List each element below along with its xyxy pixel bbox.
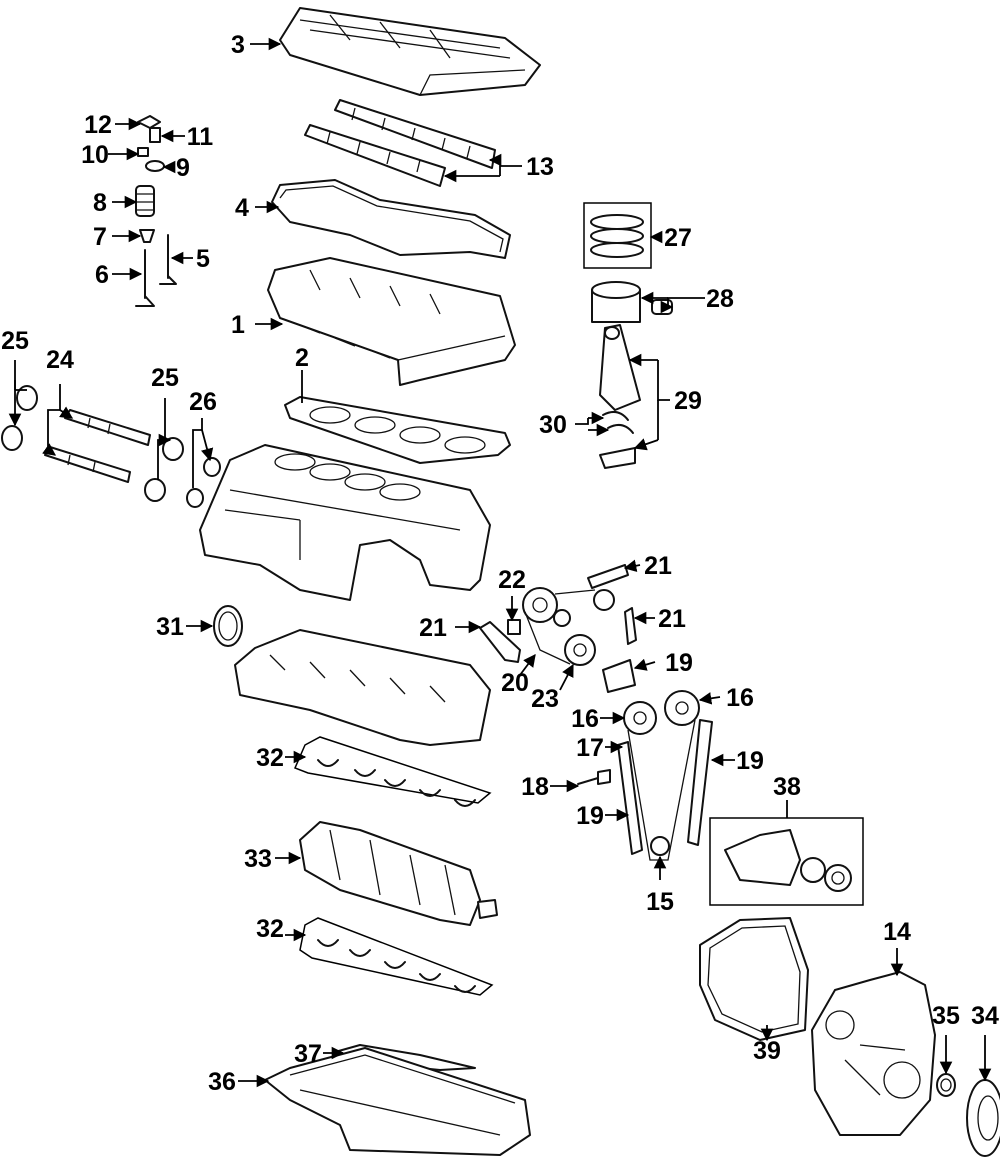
callout-31: 31 (156, 613, 184, 641)
front-cover-gasket (699, 917, 809, 1041)
timing-components (479, 564, 713, 861)
callout-10: 10 (81, 141, 109, 169)
callout-16-left: 16 (571, 705, 599, 733)
callout-23: 23 (531, 685, 559, 713)
camshafts (304, 99, 496, 187)
callout-19-right: 19 (736, 747, 764, 775)
main-bearings-upper (294, 736, 492, 807)
callout-33: 33 (244, 845, 272, 873)
callout-19-top: 19 (665, 649, 693, 677)
callout-32-bottom: 32 (256, 915, 284, 943)
valve-train-parts (135, 115, 177, 307)
head-gasket (284, 396, 511, 464)
callout-13: 13 (526, 153, 554, 181)
callout-38: 38 (773, 773, 801, 801)
callout-27: 27 (664, 224, 692, 252)
callout-19-left: 19 (576, 802, 604, 830)
callout-36: 36 (208, 1068, 236, 1096)
balance-shaft-bearings (1, 385, 221, 508)
engine-block (199, 444, 491, 601)
callout-34: 34 (971, 1002, 999, 1030)
callout-8: 8 (93, 189, 107, 217)
callout-14: 14 (883, 918, 911, 946)
callout-3: 3 (231, 31, 245, 59)
connecting-rod (599, 324, 641, 469)
oil-pan (264, 1047, 531, 1156)
callout-2: 2 (295, 344, 309, 372)
callout-28: 28 (706, 285, 734, 313)
rear-main-seal (213, 605, 243, 647)
callout-9: 9 (176, 154, 190, 182)
valve-cover (279, 7, 541, 96)
crankshaft (299, 821, 498, 926)
callout-1: 1 (231, 311, 245, 339)
callout-37: 37 (294, 1040, 322, 1068)
callout-21-top: 21 (644, 552, 672, 580)
callout-7: 7 (93, 223, 107, 251)
callout-35: 35 (932, 1002, 960, 1030)
callout-24: 24 (46, 346, 74, 374)
callout-25-mid: 25 (151, 364, 179, 392)
piston-rings (583, 202, 652, 269)
front-crank-seal (936, 1073, 956, 1097)
callout-30: 30 (539, 411, 567, 439)
piston (591, 281, 673, 323)
callout-29: 29 (674, 387, 702, 415)
rod-bearings (602, 410, 634, 434)
cylinder-head (267, 257, 516, 386)
main-bearings-lower (299, 917, 494, 996)
valve-cover-gasket (271, 179, 511, 259)
callout-26: 26 (189, 388, 217, 416)
front-cover (811, 971, 936, 1136)
callout-21-right: 21 (658, 605, 686, 633)
callout-17: 17 (576, 734, 604, 762)
callout-22: 22 (498, 566, 526, 594)
crank-balancer (966, 1079, 1000, 1157)
oil-pump (709, 817, 864, 906)
callout-11: 11 (187, 123, 214, 151)
callout-5: 5 (196, 245, 210, 273)
callout-leaders (8, 37, 992, 1088)
callout-39: 39 (753, 1037, 781, 1065)
callout-18: 18 (521, 773, 549, 801)
callout-16-right: 16 (726, 684, 754, 712)
callout-labels: 1 2 3 4 5 6 7 8 9 10 11 12 13 14 15 16 1… (1, 31, 999, 1096)
callout-15: 15 (646, 888, 674, 916)
balance-shafts (44, 409, 151, 483)
callout-32-top: 32 (256, 744, 284, 772)
callout-20: 20 (501, 669, 529, 697)
callout-12: 12 (84, 111, 112, 139)
callout-4: 4 (235, 194, 249, 222)
bedplate (234, 629, 491, 746)
callout-6: 6 (95, 261, 109, 289)
callout-25-left: 25 (1, 327, 29, 355)
callout-21-left: 21 (419, 614, 447, 642)
